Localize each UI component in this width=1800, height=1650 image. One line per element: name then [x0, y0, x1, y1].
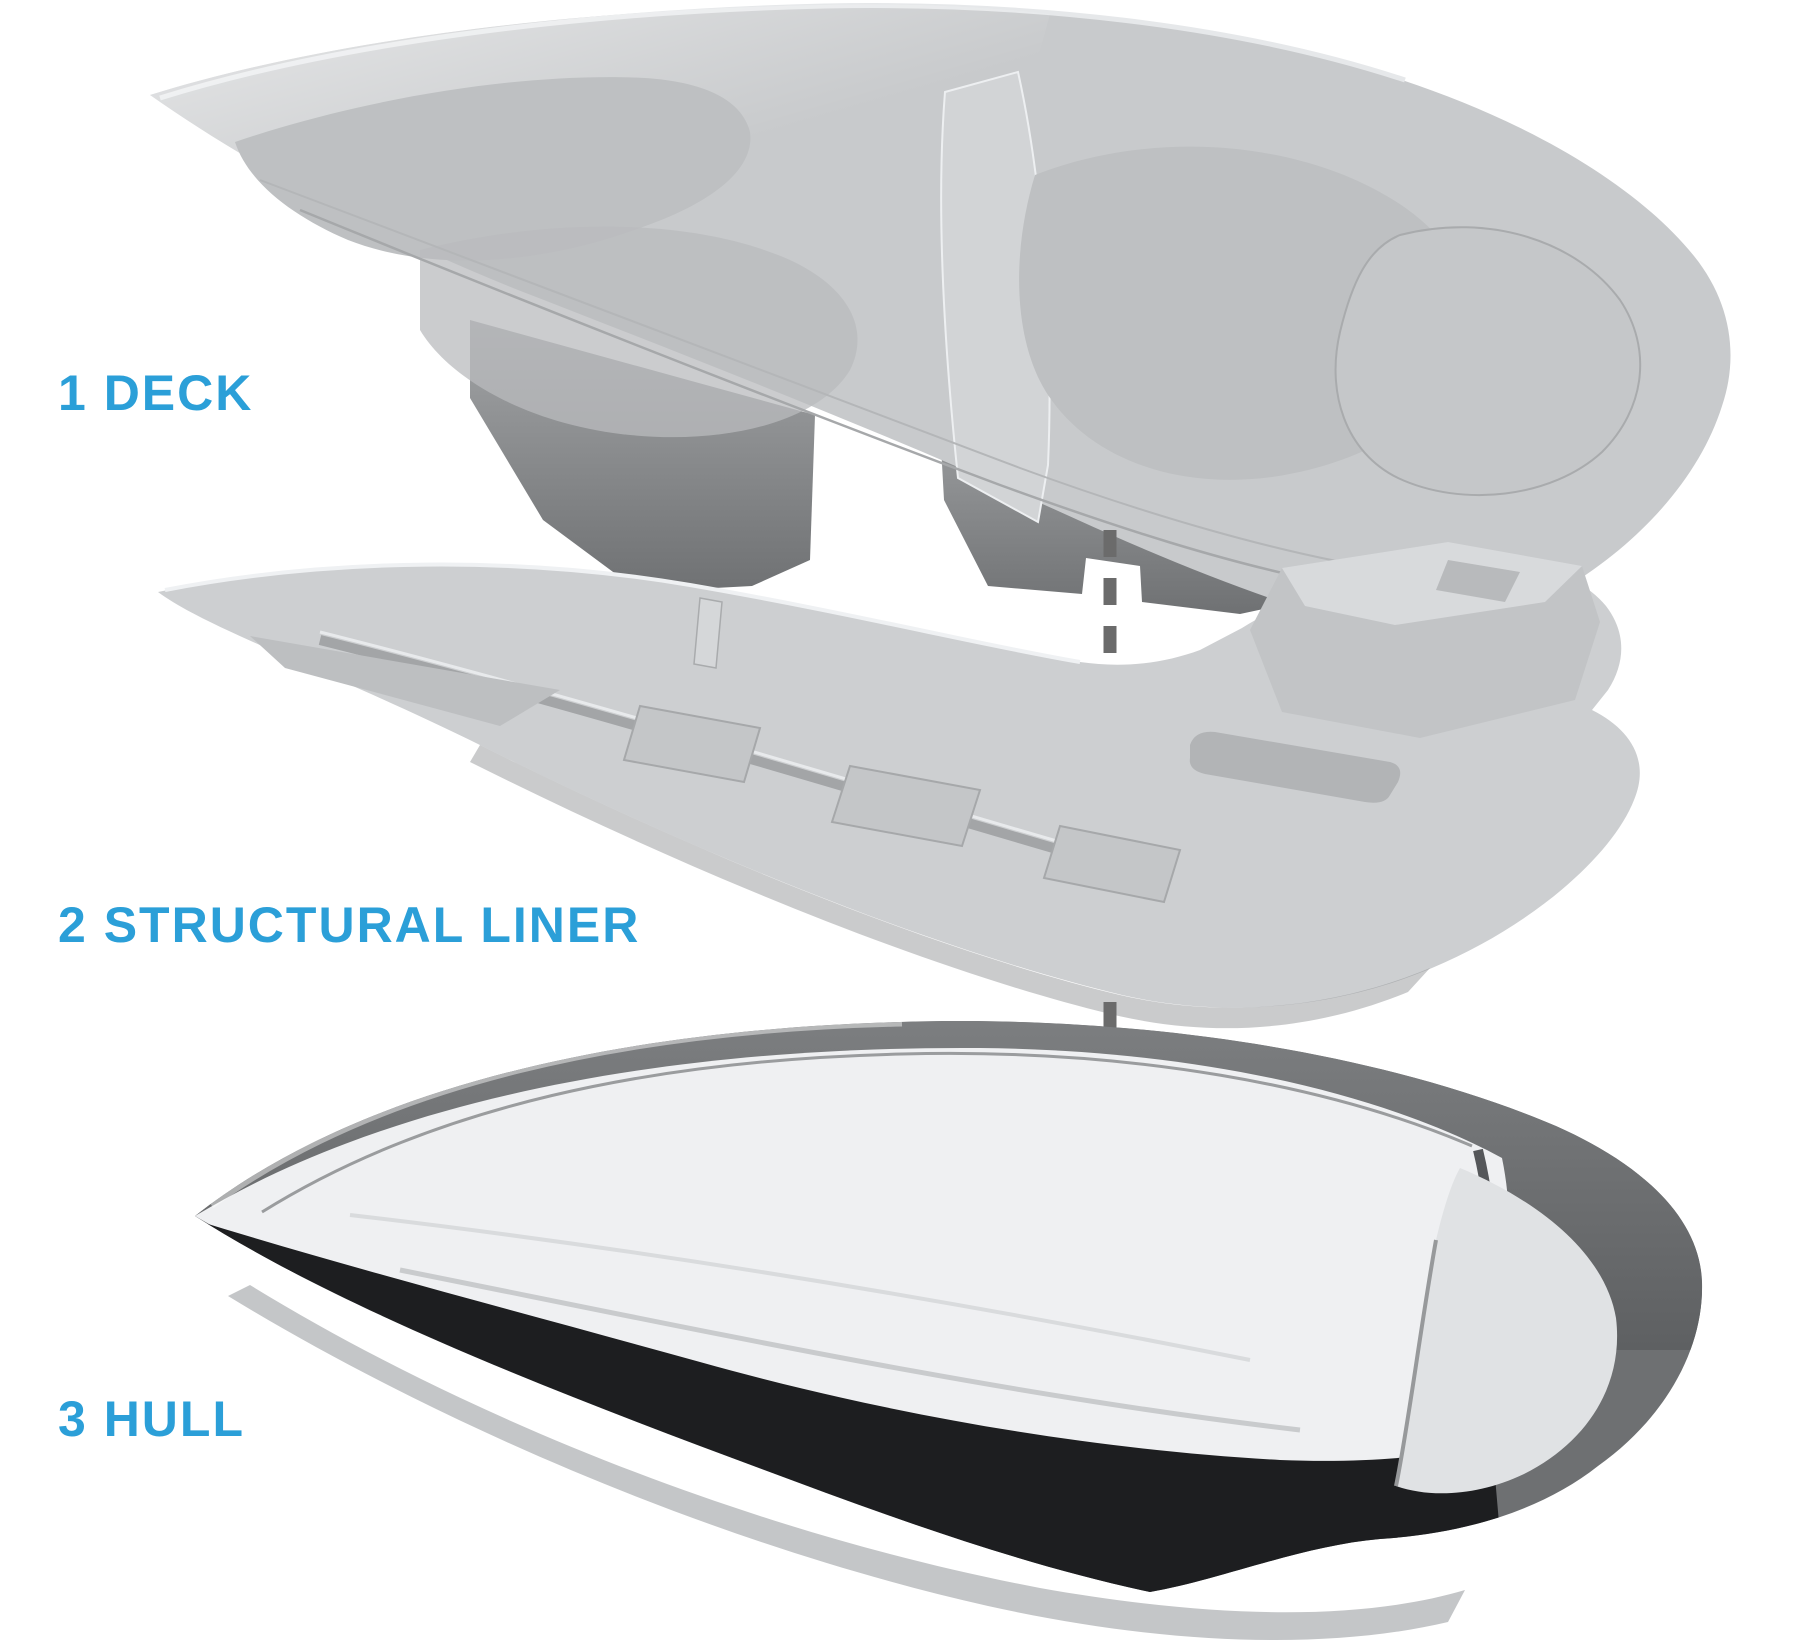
- hull-top-sheen: [210, 1021, 903, 1209]
- liner-slot: [1189, 731, 1401, 803]
- deck-engine-hatch: [1334, 226, 1642, 497]
- liner-lower-rim-shade: [470, 745, 1430, 1029]
- deck-gunwale-line-2: [259, 179, 1401, 573]
- liner-stern-box-notch: [1436, 560, 1520, 602]
- hull-white-side: [195, 1047, 1509, 1544]
- hull-strake-line-2: [399, 1267, 1301, 1433]
- liner-hatch-cutout-1: [622, 704, 762, 784]
- deck-gunwale-line: [299, 208, 1341, 587]
- deck-bow-recess: [235, 77, 751, 261]
- deck-illustration: [150, 3, 1731, 636]
- liner-bow-stringer: [250, 636, 560, 726]
- liner-hatch-cutout-2: [830, 764, 982, 848]
- label-hull: 3 HULL: [58, 1391, 245, 1447]
- hull-transom-inner-edge: [1394, 1239, 1438, 1487]
- hull-gunwale-inner-line: [261, 1051, 1473, 1214]
- label-deck: 1 DECK: [58, 365, 253, 421]
- liner-hatch-cutout-3: [1042, 824, 1182, 904]
- liner-stern-box-top: [1282, 542, 1582, 625]
- hull-transom-panel: [1396, 1168, 1618, 1494]
- deck-floor-recess: [420, 226, 858, 438]
- liner-top-edge-highlight: [164, 562, 1081, 664]
- structural-liner-illustration: [158, 542, 1640, 1029]
- hull-strake-line: [349, 1213, 1251, 1362]
- hull-illustration: [195, 1021, 1703, 1641]
- label-structural-liner: 2 STRUCTURAL LINER: [58, 897, 640, 953]
- liner-bow-post: [693, 597, 723, 669]
